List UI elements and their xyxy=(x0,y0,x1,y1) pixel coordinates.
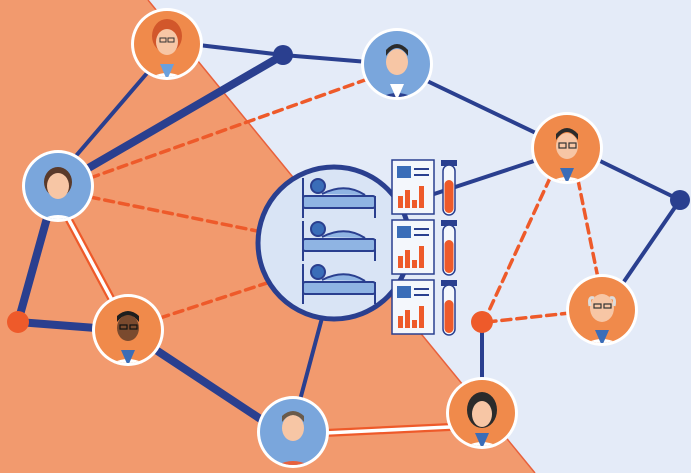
junction-dot-top xyxy=(273,45,293,65)
elderly-male-doctor-icon xyxy=(566,274,638,346)
network-links xyxy=(14,42,682,437)
link-dashed xyxy=(158,280,272,320)
female-doctor-icon xyxy=(446,377,518,449)
link-solid xyxy=(188,42,285,57)
link-solid xyxy=(281,53,370,64)
junction-dot-bottom-right xyxy=(471,311,493,333)
link-dashed xyxy=(576,178,600,280)
link-solid xyxy=(423,78,542,137)
female-nurse-icon xyxy=(22,150,94,222)
blood-sample-tube-icon xyxy=(441,280,457,336)
male-doctor-glasses-icon xyxy=(531,112,603,184)
medical-chart-icon xyxy=(391,159,435,215)
link-dashed xyxy=(485,311,572,324)
hospital-beds-icon xyxy=(302,178,376,304)
link-thick xyxy=(81,51,287,174)
medical-chart-icon xyxy=(391,219,435,275)
blood-sample-tube-icon xyxy=(441,220,457,276)
link-double-inner xyxy=(323,425,452,435)
male-doctor-icon xyxy=(92,294,164,366)
link-thick xyxy=(14,318,100,332)
hub-patients xyxy=(255,164,413,322)
link-solid xyxy=(621,198,682,285)
link-dashed xyxy=(88,78,367,180)
blood-sample-tube-icon xyxy=(441,160,457,216)
link-thick xyxy=(152,346,266,424)
link-solid xyxy=(596,158,682,202)
link-thick xyxy=(14,214,51,326)
link-solid xyxy=(73,70,150,159)
male-patient-icon xyxy=(257,396,329,468)
link-dashed xyxy=(485,176,552,317)
male-businessman-icon xyxy=(361,28,433,100)
medical-chart-icon xyxy=(391,279,435,335)
records-panel xyxy=(391,159,457,336)
link-dashed xyxy=(88,195,264,234)
junction-dot-left xyxy=(7,311,29,333)
junction-dot-right xyxy=(670,190,690,210)
female-doctor-icon xyxy=(131,8,203,80)
link-double-inner xyxy=(66,216,114,302)
link-solid xyxy=(298,316,324,402)
